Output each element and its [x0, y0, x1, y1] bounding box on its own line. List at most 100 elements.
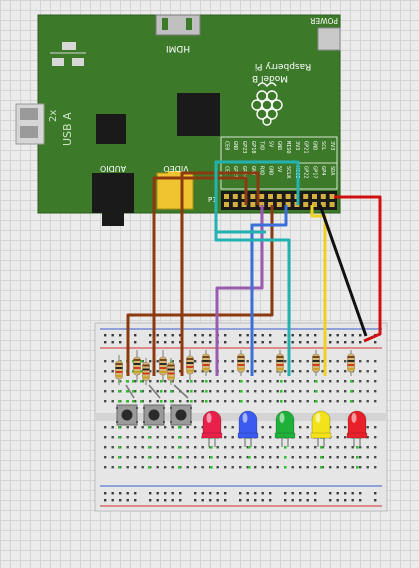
- audio-jack: [92, 173, 134, 213]
- gpio-label: MISO: [285, 141, 291, 154]
- wire-black: [318, 204, 368, 337]
- led-green[interactable]: [274, 410, 296, 447]
- gpio-pin[interactable]: [232, 194, 238, 199]
- gpio-pin[interactable]: [285, 194, 291, 199]
- power-label: POWER: [310, 16, 338, 25]
- button-3[interactable]: [170, 404, 192, 426]
- resistor[interactable]: [115, 360, 123, 380]
- gpio-pin[interactable]: [224, 202, 229, 207]
- resistor[interactable]: [167, 362, 175, 381]
- wire-blue: [250, 205, 288, 376]
- gpio-label: SCLK: [285, 166, 291, 179]
- gpio-pin[interactable]: [250, 194, 256, 199]
- gpio-header[interactable]: [221, 191, 337, 210]
- wire-brown-1: [126, 205, 274, 376]
- gpio-label: GP22: [303, 166, 309, 179]
- led-red-1[interactable]: [201, 410, 223, 447]
- p1-label: P1: [208, 196, 217, 204]
- raspberry-logo-icon: [251, 82, 283, 126]
- resistors[interactable]: [115, 350, 355, 399]
- gpio-pin[interactable]: [303, 202, 309, 207]
- gpio-label: 3V3: [294, 141, 300, 150]
- wire-brown-2: [152, 176, 248, 376]
- gpio-pin[interactable]: [268, 202, 273, 207]
- gpio-pin[interactable]: [312, 194, 317, 199]
- wire-yellow: [310, 205, 327, 376]
- gpio-pin[interactable]: [320, 194, 326, 199]
- resistor[interactable]: [276, 353, 284, 373]
- gpio-pin[interactable]: [285, 202, 291, 207]
- gpio-pin[interactable]: [329, 202, 335, 207]
- video-label: VIDEO: [163, 164, 188, 173]
- gpio-label: GP17: [311, 166, 317, 179]
- gpio-label: GP18: [250, 141, 256, 153]
- leds[interactable]: [201, 410, 368, 447]
- wire-purple: [215, 205, 264, 376]
- usb-port: [15, 103, 45, 145]
- wire-cyan-2: [214, 230, 266, 240]
- gpio-pin[interactable]: [276, 202, 282, 207]
- model-line-1: Raspberry Pi: [255, 61, 311, 71]
- resistor[interactable]: [237, 353, 245, 373]
- gpio-pin[interactable]: [232, 202, 238, 207]
- gpio-pin[interactable]: [250, 202, 256, 207]
- gpio-label: RXD: [259, 166, 265, 175]
- gpio-label: 3V3: [329, 141, 335, 150]
- gpio-label: 5V: [267, 141, 273, 147]
- gpio-pin[interactable]: [329, 194, 335, 199]
- gpio-label: GP21: [303, 141, 309, 154]
- wires[interactable]: [126, 160, 382, 376]
- gpio-label: GP4: [320, 166, 326, 175]
- resistor[interactable]: [186, 355, 194, 375]
- resistor[interactable]: [142, 362, 150, 381]
- gpio-label: CE0: [223, 141, 229, 150]
- button-2[interactable]: [143, 404, 165, 426]
- hdmi-label: HDMI: [166, 43, 190, 53]
- button-1[interactable]: [116, 404, 138, 426]
- gpio-pin[interactable]: [276, 194, 282, 199]
- led-yellow[interactable]: [310, 410, 332, 447]
- gpio-label: GND: [267, 166, 273, 175]
- gpio-label: GND: [276, 141, 282, 150]
- led-red-2[interactable]: [346, 410, 368, 447]
- gpio-label: SDA: [329, 166, 335, 176]
- voltage-regulator: [50, 42, 86, 66]
- gpio-pin[interactable]: [320, 202, 326, 207]
- usb-count-label: 2x: [48, 110, 59, 122]
- gpio-label: TXD: [259, 141, 265, 150]
- resistor[interactable]: [159, 356, 167, 376]
- gpio-pin[interactable]: [259, 194, 265, 199]
- usb-label: USB A: [61, 112, 74, 146]
- gpio-pin[interactable]: [303, 194, 309, 199]
- gpio-label: 5V: [276, 166, 282, 172]
- gpio-label: CE1: [223, 166, 229, 175]
- resistor[interactable]: [133, 356, 141, 376]
- wire-brown-3: [180, 171, 260, 376]
- led-blue[interactable]: [237, 410, 259, 447]
- wire-cyan-1: [214, 160, 300, 376]
- gpio-label: GND: [232, 141, 238, 150]
- gpio-pin[interactable]: [241, 202, 247, 207]
- model-line-2: Model B: [252, 73, 288, 83]
- raspberry-pi-board[interactable]: POWER HDMI Raspberry Pi Model B: [15, 14, 341, 226]
- gpio-pin[interactable]: [241, 194, 247, 199]
- resistor[interactable]: [312, 353, 320, 373]
- power-connector: [317, 27, 341, 51]
- usb-controller-chip: [96, 114, 126, 144]
- gpio-pin[interactable]: [268, 194, 273, 199]
- gpio-label: GP23: [241, 141, 247, 154]
- wire-red: [334, 195, 382, 343]
- gpio-pin[interactable]: [259, 202, 265, 207]
- gpio-pin[interactable]: [224, 194, 229, 199]
- resistor[interactable]: [202, 353, 210, 373]
- soc-chip: [177, 93, 220, 136]
- gpio-label: GND: [250, 166, 256, 175]
- gpio-label: GND: [311, 141, 317, 150]
- breadboard-holes: [104, 334, 377, 502]
- gpio-pin[interactable]: [312, 202, 317, 207]
- push-buttons[interactable]: [116, 404, 192, 426]
- gpio-label: SCL: [320, 141, 326, 150]
- audio-label: AUDIO: [100, 164, 126, 173]
- resistor[interactable]: [347, 353, 355, 373]
